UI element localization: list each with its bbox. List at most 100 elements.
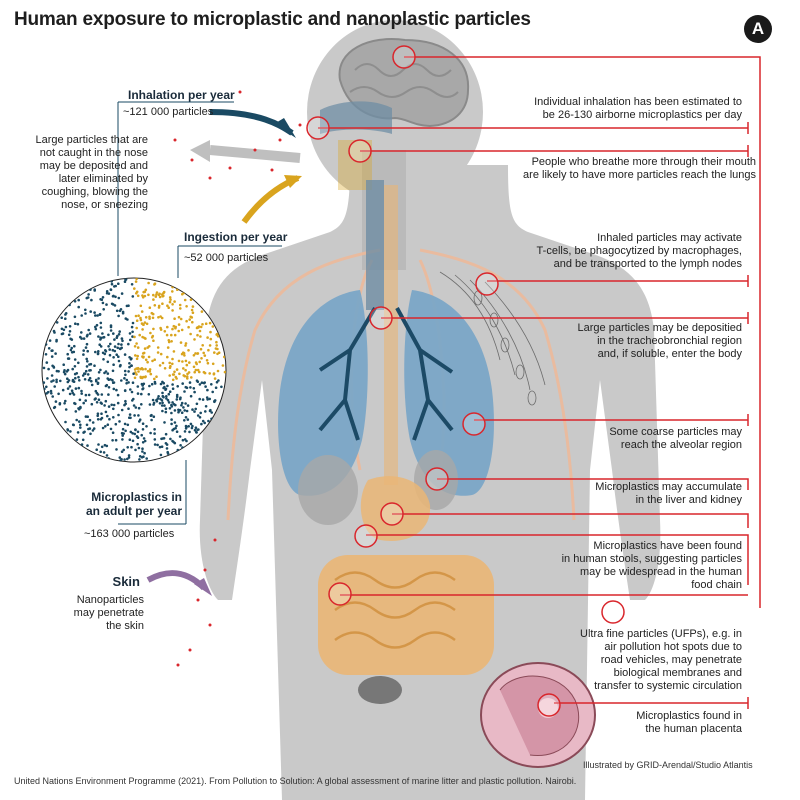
particle-dot [103, 352, 107, 356]
particle-dot [53, 385, 56, 388]
particle-dot [204, 405, 208, 408]
callout-mouth-breathing: People who breathe more through their mo… [470, 156, 756, 182]
particle-dot [150, 336, 154, 339]
particle-dot [171, 401, 174, 404]
particle-dot [107, 386, 111, 389]
particle-dot [112, 416, 115, 419]
particle-dot [74, 376, 77, 380]
particle-dot [77, 386, 81, 390]
particle-dot [208, 321, 212, 325]
particle-dot [166, 398, 170, 402]
particle-dot [93, 311, 96, 314]
particle-dot [121, 339, 124, 343]
particle-dot [153, 358, 156, 362]
particle-dot [142, 351, 146, 355]
callout-tracheobronchial: Large particles may be depositied in the… [520, 322, 742, 361]
particle-dot [85, 365, 89, 368]
note-line: not caught in the nose [39, 147, 148, 159]
particle-dot [168, 300, 172, 304]
particle-dot [186, 418, 190, 421]
callout-line: and, if soluble, enter the body [597, 348, 742, 360]
particle-dot [130, 445, 133, 449]
particle-dot [78, 420, 81, 423]
particle-dot [113, 349, 117, 353]
particle-dot [171, 378, 175, 382]
particle-dot [77, 298, 80, 302]
particle-dot [171, 439, 174, 443]
particle-dot [127, 304, 130, 308]
particle-dot [95, 448, 98, 452]
particle-dot [181, 351, 185, 355]
particle-dot [175, 424, 178, 428]
particle-dot [55, 378, 58, 382]
particle-dot [71, 379, 75, 383]
particle-dot [131, 335, 134, 338]
particle-dot [168, 407, 172, 410]
particle-dot [203, 421, 206, 425]
particle-dot [66, 352, 69, 356]
particle-dot [175, 393, 179, 397]
particle-dot [212, 372, 216, 375]
particle-dot [94, 314, 97, 317]
particle-dot [119, 308, 123, 311]
particle-dot [95, 323, 99, 327]
particle-dot [143, 451, 146, 455]
particle-dot [205, 396, 209, 399]
particle-dot [134, 280, 138, 283]
particle-dot [111, 431, 115, 435]
note-line: coughing, blowing the [41, 186, 148, 198]
particle-dot [112, 381, 116, 384]
particle-dot [160, 445, 164, 449]
particle-dot [118, 364, 122, 368]
particle-dot [185, 375, 189, 378]
skin-arrowhead [194, 578, 212, 596]
particle-dot [209, 408, 212, 412]
particle-dot [66, 377, 69, 381]
particle-dot [173, 421, 177, 424]
particle-dot [88, 376, 92, 380]
particle-dot [143, 294, 147, 298]
particle-dot [139, 375, 142, 379]
particle-dot [137, 406, 141, 410]
particle-dot [195, 402, 199, 406]
particle-dot [185, 439, 188, 443]
particle-dot [201, 344, 204, 347]
particle-dot [90, 379, 93, 383]
particle-dot [181, 292, 184, 296]
trachea [366, 180, 384, 310]
particle-dot [176, 385, 179, 388]
particle-dot [127, 370, 130, 373]
callout-line: food chain [691, 579, 742, 591]
particle-dot [141, 447, 144, 451]
particle-dot [115, 309, 119, 313]
particle-dot [117, 359, 121, 363]
particle-dot [129, 430, 133, 434]
particle-dot [74, 322, 77, 326]
particle-dot [83, 378, 87, 381]
particle-dot [187, 325, 190, 329]
particle-dot [204, 385, 207, 388]
particle-dot [67, 344, 71, 348]
skin-note-line: Nanoparticles [76, 594, 144, 606]
particle-dot [223, 355, 226, 359]
particle-dot [82, 337, 86, 340]
particle-dot [184, 342, 188, 345]
particle-dot [141, 387, 144, 391]
particle-dot [197, 326, 200, 329]
particle-dot [62, 363, 65, 367]
particle-dot [174, 326, 177, 330]
particle-dot [166, 450, 169, 454]
particle-dot [96, 414, 99, 418]
particle-dot [187, 349, 190, 352]
particle-dot [75, 438, 79, 441]
particle-dot [129, 388, 132, 391]
particle-dot [97, 443, 100, 446]
particle-dot [91, 429, 95, 432]
note-line: may be deposited and [39, 160, 148, 172]
particle-dot [87, 293, 90, 296]
particle-dot [89, 432, 92, 436]
particle-dot [84, 369, 88, 373]
particle-dot [96, 412, 100, 416]
particle-dot [155, 375, 158, 379]
particle-dot [146, 346, 149, 349]
